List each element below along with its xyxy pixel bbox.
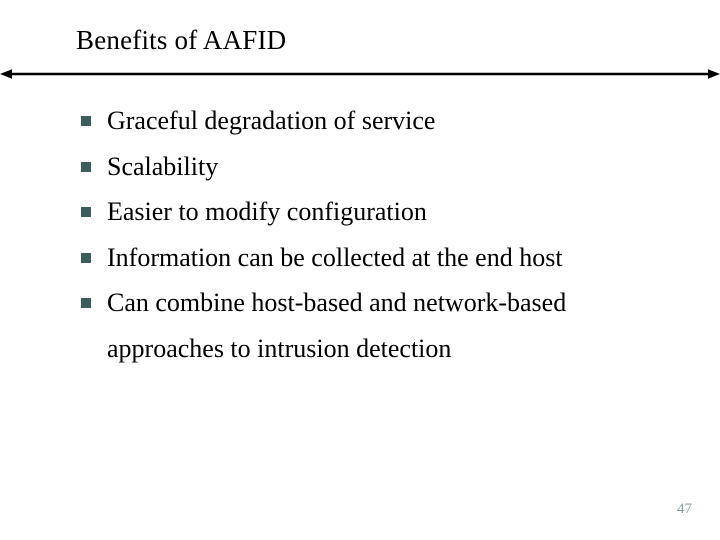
list-item: Easier to modify configuration	[78, 189, 638, 235]
list-item-label: Scalability	[107, 151, 219, 181]
list-item-label: Information can be collected at the end …	[107, 242, 563, 272]
list-item-label: Graceful degradation of service	[107, 106, 436, 135]
square-bullet-icon	[81, 252, 91, 263]
square-bullet-icon	[81, 298, 91, 308]
bullet-list: Graceful degradation of service Scalabil…	[78, 98, 638, 371]
list-item-label: Easier to modify configuration	[107, 197, 427, 226]
double-arrow-icon	[0, 69, 720, 79]
list-item: Can combine host-based and network-based…	[78, 280, 638, 371]
square-bullet-icon	[81, 161, 91, 172]
arrow-divider	[0, 64, 720, 84]
list-item: Information can be collected at the end …	[78, 235, 638, 281]
list-item: Graceful degradation of service	[78, 98, 638, 144]
page-title: Benefits of AAFID	[76, 25, 287, 55]
square-bullet-icon	[81, 116, 91, 126]
square-bullet-icon	[81, 207, 91, 217]
list-item-label: Can combine host-based and network-based…	[107, 288, 567, 363]
list-item: Scalability	[78, 144, 638, 190]
page-number: 47	[677, 501, 692, 517]
